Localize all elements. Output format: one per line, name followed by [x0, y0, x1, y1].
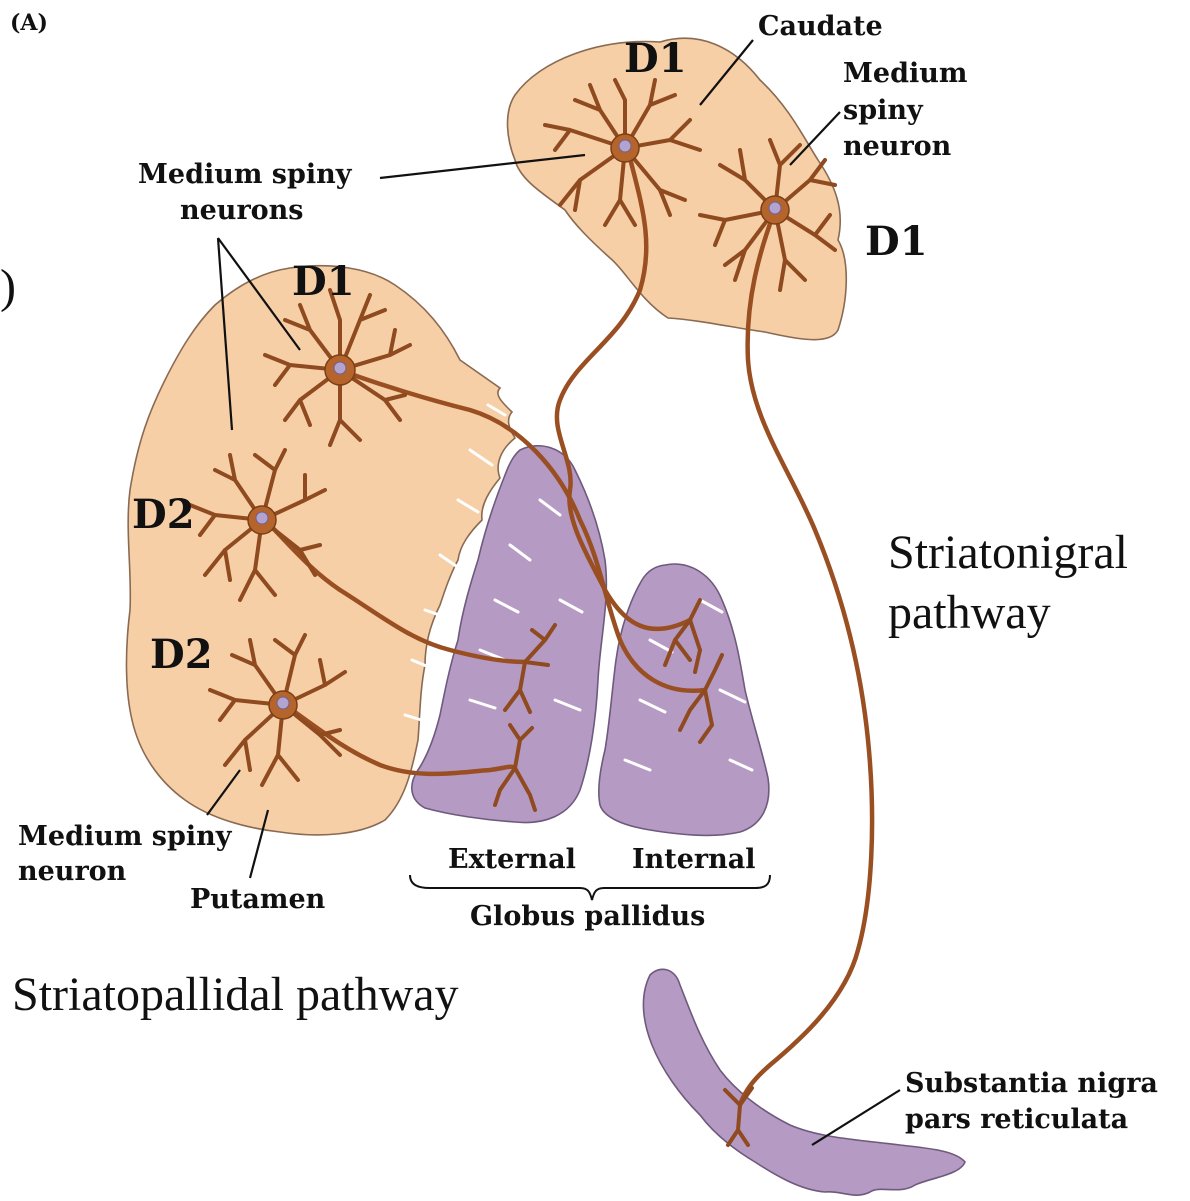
caudate-label: Caudate [758, 11, 883, 42]
substantia-nigra-label: Substantia nigra pars reticulata [905, 1068, 1167, 1135]
globus-pallidus-label: Globus pallidus [470, 901, 705, 932]
striatopallidal-pathway-label: Striatopallidal pathway [12, 968, 459, 1021]
panel-label: (A) [10, 10, 48, 36]
receptor-d2-upper: D2 [132, 491, 195, 538]
receptor-d1-caudate-top: D1 [624, 35, 687, 82]
internal-label: Internal [632, 844, 756, 875]
striatonigral-pathway-label: Striatonigral pathway [888, 526, 1140, 639]
globus-pallidus-brace [410, 875, 770, 900]
medium-spiny-neuron-putamen-label: Medium spiny neuron [18, 821, 241, 887]
left-edge-glyph: ) [0, 260, 16, 313]
putamen-label: Putamen [190, 884, 326, 915]
external-label: External [448, 844, 576, 875]
caudate-region [508, 38, 847, 339]
receptor-d2-lower: D2 [150, 631, 213, 678]
receptor-d1-putamen: D1 [292, 258, 355, 305]
medium-spiny-neuron-caudate-label: Medium spiny neuron [843, 58, 977, 162]
receptor-d1-caudate-right: D1 [865, 218, 928, 265]
medium-spiny-neurons-label: Medium spiny neurons [138, 159, 361, 226]
